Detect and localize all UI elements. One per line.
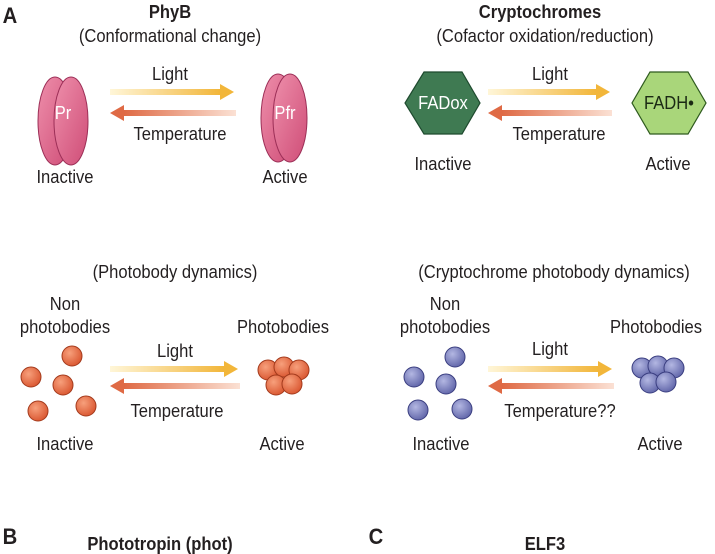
fadox-label: FADox [418,93,468,113]
cry-photobody-active-label: Active [637,434,683,454]
fadh-hexagon [631,71,707,135]
cry-photobody-non-label-line2: photobodies [399,317,491,337]
cry-photobody-temperature-label: Temperature?? [504,401,616,421]
cry-photobody-subtitle: (Cryptochrome photobody dynamics) [418,262,690,282]
photobody-active-label: Active [259,434,305,454]
photobody-subtitle: (Photobody dynamics) [92,262,258,282]
fadh-label: FADH• [644,93,694,113]
cry-title: Cryptochromes [478,2,602,22]
phyb-title: PhyB [148,2,192,22]
photobody-temperature-arrow [110,378,240,394]
photobody-light-label: Light [157,341,193,361]
cry-inactive-label: Inactive [414,154,472,174]
fadox-hexagon [404,71,481,135]
cry-light-label: Light [532,64,568,84]
phototropin-title: Phototropin (phot) [87,534,233,554]
phyb-subtitle: (Conformational change) [78,26,262,46]
orange-scattered-particles [20,345,97,422]
cry-temperature-label: Temperature [512,124,606,144]
cry-light-arrow [488,84,610,100]
cry-active-label: Active [645,154,691,174]
panel-letter-c: C [368,524,384,549]
panel-letter-a: A [2,3,18,28]
photobody-temperature-label: Temperature [130,401,224,421]
cry-subtitle: (Cofactor oxidation/reduction) [436,26,654,46]
cry-temperature-arrow [488,105,612,121]
cry-photobody-non-label-line1: Non [429,294,461,314]
phyb-light-label: Light [152,64,188,84]
phyb-active-label: Active [262,167,308,187]
elf3-title: ELF3 [524,534,566,554]
orange-photobody-cluster [257,356,310,396]
pr-molecule-shape [37,76,89,166]
phyb-inactive-label: Inactive [36,167,94,187]
pfr-label: Pfr [274,103,296,123]
photobody-light-arrow [110,361,238,377]
blue-scattered-particles [403,346,473,421]
panel-letter-b: B [2,524,18,549]
cry-photobody-light-label: Light [532,339,568,359]
blue-photobody-cluster [631,355,685,394]
photobodies-label: Photobodies [236,317,330,337]
cry-photobody-inactive-label: Inactive [412,434,470,454]
phyb-light-arrow [110,84,234,100]
phyb-temperature-label: Temperature [133,124,227,144]
photobody-non-label-line2: photobodies [19,317,111,337]
photobody-inactive-label: Inactive [36,434,94,454]
pfr-molecule-shape [260,73,308,163]
pr-label: Pr [54,103,72,123]
cry-photobodies-label: Photobodies [609,317,703,337]
cry-photobody-temperature-arrow [488,378,614,394]
phyb-temperature-arrow [110,105,236,121]
photobody-non-label-line1: Non [49,294,81,314]
cry-photobody-light-arrow [488,361,612,377]
